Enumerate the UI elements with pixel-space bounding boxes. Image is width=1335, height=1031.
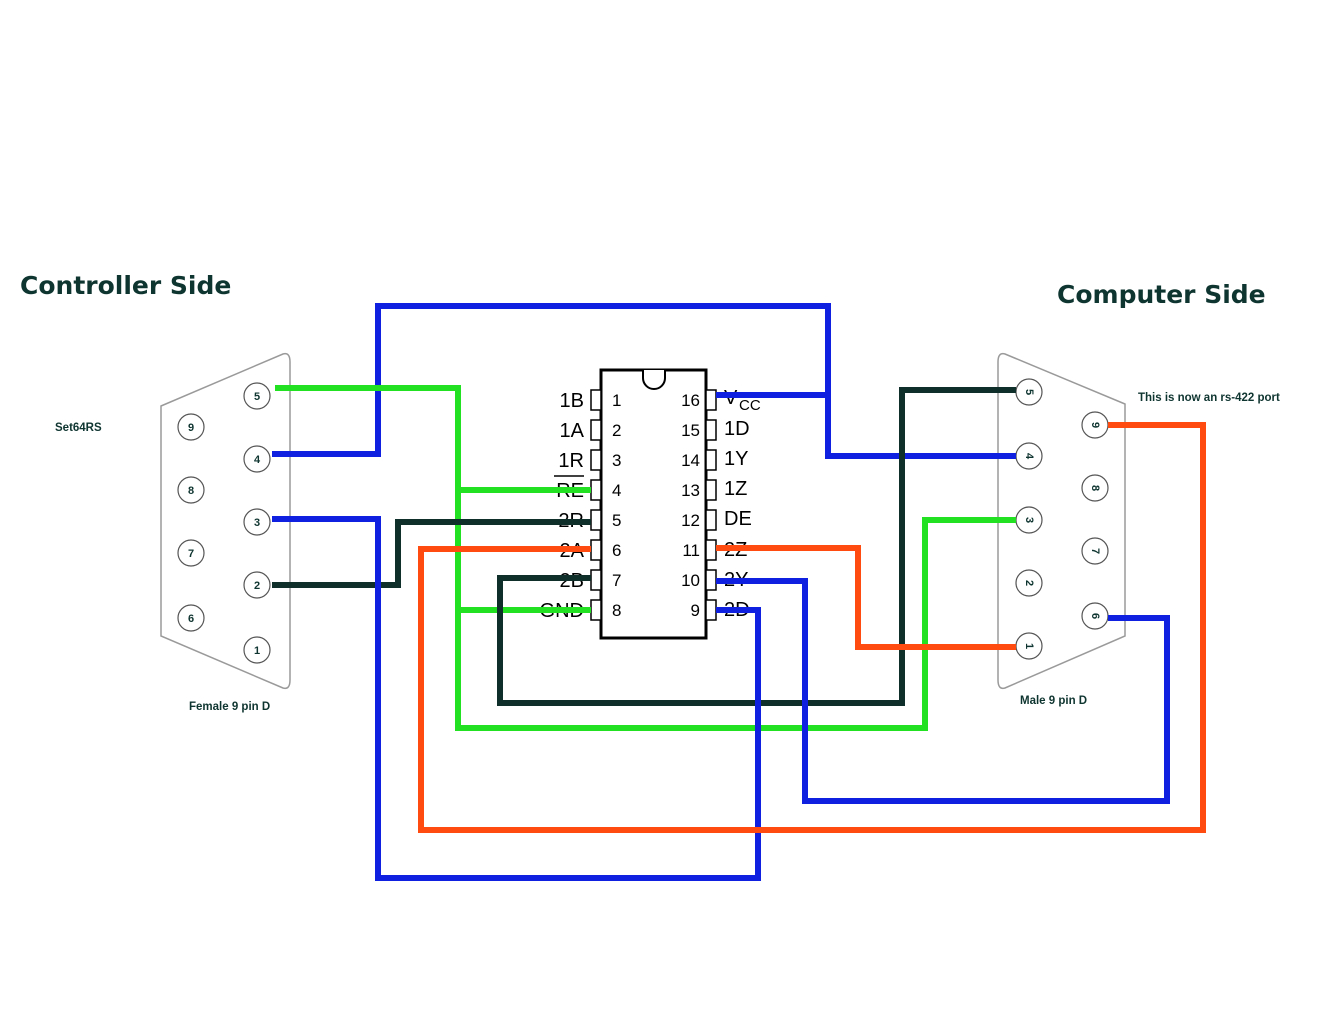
- svg-text:9: 9: [1089, 422, 1101, 428]
- chip-pin-num-3: 3: [612, 451, 621, 470]
- controller-side-title: Controller Side: [20, 271, 231, 300]
- ic-chip: [599, 368, 708, 640]
- svg-text:9: 9: [188, 422, 194, 434]
- wire-blue-2y: [716, 578, 1170, 804]
- chip-pin-num-15: 15: [681, 421, 700, 440]
- male-pin-7: 7: [1081, 537, 1109, 565]
- chip-pin-num-14: 14: [681, 451, 700, 470]
- female-pin-6: 6: [177, 604, 205, 632]
- computer-side-title: Computer Side: [1057, 280, 1266, 309]
- svg-text:2: 2: [1023, 580, 1035, 586]
- chip-label-vcc-sub: CC: [739, 397, 761, 414]
- female-pin-8: 8: [177, 476, 205, 504]
- svg-text:4: 4: [254, 454, 261, 466]
- female-pin-2: 2: [243, 571, 271, 599]
- svg-text:6: 6: [188, 613, 194, 625]
- wire-red-2z: [716, 545, 1016, 650]
- male-pin-4: 4: [1015, 442, 1043, 470]
- chip-pin-num-10: 10: [681, 571, 700, 590]
- male-pin-9: 9: [1081, 411, 1109, 439]
- female-db9-connector: 5 4 3 2 1 9 8 7 6: [160, 352, 291, 690]
- chip-pin-num-11: 11: [682, 541, 700, 560]
- svg-text:7: 7: [188, 548, 194, 560]
- chip-label-1d: 1D: [724, 418, 750, 440]
- wire-dark-2b: [497, 387, 1016, 706]
- rs422-note: This is now an rs-422 port: [1138, 392, 1280, 404]
- chip-label-de: DE: [724, 508, 752, 530]
- svg-text:8: 8: [1089, 485, 1101, 491]
- wire-red-2a: [418, 422, 1206, 833]
- chip-label-1y: 1Y: [724, 448, 748, 470]
- chip-label-1r: 1R: [558, 450, 584, 472]
- svg-text:6: 6: [1089, 613, 1101, 619]
- female-pin-7: 7: [177, 539, 205, 567]
- svg-text:8: 8: [188, 485, 194, 497]
- female-connector-label: Female 9 pin D: [189, 701, 270, 713]
- chip-pin-num-7: 7: [612, 571, 621, 590]
- female-pin-5: 5: [243, 382, 271, 410]
- svg-text:4: 4: [1023, 453, 1035, 460]
- svg-text:5: 5: [254, 391, 260, 403]
- female-pin-3: 3: [243, 508, 271, 536]
- wire-dark-2r: [272, 519, 591, 588]
- wire-blue-vcc: [272, 303, 1016, 459]
- set64rs-label: Set64RS: [55, 422, 102, 434]
- female-pin-1: 1: [243, 636, 271, 664]
- chip-label-1b: 1B: [560, 390, 584, 412]
- chip-pin-num-6: 6: [612, 541, 621, 560]
- svg-text:1: 1: [1023, 643, 1035, 649]
- male-pin-1: 1: [1015, 632, 1043, 660]
- male-pin-2: 2: [1015, 569, 1043, 597]
- chip-label-1z: 1Z: [724, 478, 747, 500]
- male-pin-3: 3: [1015, 506, 1043, 534]
- svg-text:3: 3: [254, 517, 260, 529]
- chip-pin-num-13: 13: [681, 481, 700, 500]
- male-pin-8: 8: [1081, 474, 1109, 502]
- chip-pin-num-8: 8: [612, 601, 621, 620]
- wires: [272, 303, 1206, 881]
- chip-pin-num-4: 4: [612, 481, 621, 500]
- chip-pin-num-5: 5: [612, 511, 621, 530]
- svg-text:1: 1: [254, 645, 260, 657]
- male-connector-label: Male 9 pin D: [1020, 695, 1087, 707]
- male-db9-connector: 5 4 3 2 1 9 8 7 6: [997, 352, 1126, 690]
- svg-text:7: 7: [1089, 548, 1101, 554]
- wire-blue-2d: [272, 516, 761, 881]
- chip-label-1a: 1A: [560, 420, 585, 442]
- chip-pin-num-1: 1: [612, 391, 621, 410]
- chip-pin-num-16: 16: [681, 391, 700, 410]
- wire-green-main: [275, 385, 1016, 731]
- female-pin-9: 9: [177, 413, 205, 441]
- chip-pin-num-2: 2: [612, 421, 621, 440]
- chip-pin-num-9: 9: [691, 601, 700, 620]
- male-pin-6: 6: [1081, 602, 1109, 630]
- svg-text:5: 5: [1023, 389, 1035, 395]
- chip-pin-num-12: 12: [681, 511, 700, 530]
- male-pin-5: 5: [1015, 378, 1043, 406]
- svg-text:3: 3: [1023, 517, 1035, 523]
- female-pin-4: 4: [243, 445, 271, 473]
- svg-text:2: 2: [254, 580, 260, 592]
